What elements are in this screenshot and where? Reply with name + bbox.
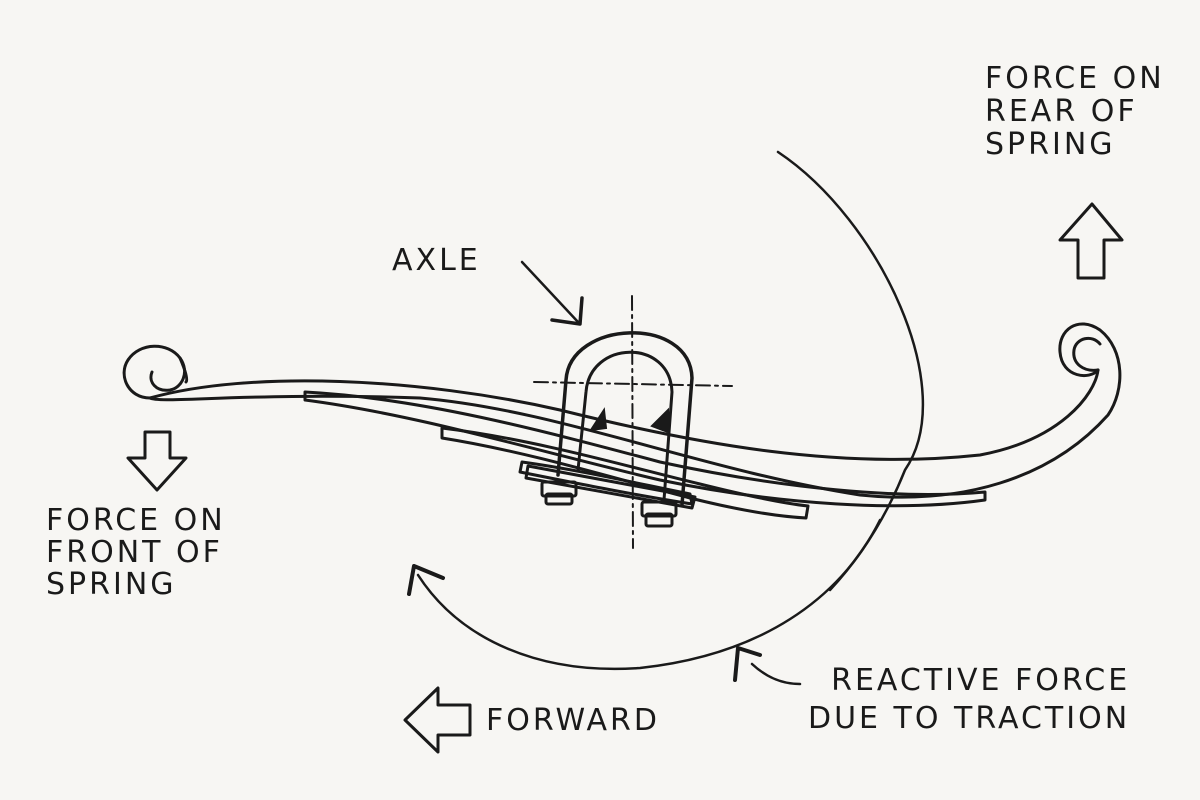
clamp-plate <box>524 464 697 510</box>
third-leaf <box>440 426 810 520</box>
reactive-force-label: REACTIVE FORCE DUE TO TRACTION <box>808 662 1130 738</box>
rear-eye-inner <box>1072 336 1102 372</box>
u-bolt-outer <box>556 331 694 507</box>
force-on-rear-label: FORCE ON REAR OF SPRING <box>985 62 1165 161</box>
front-eye <box>122 344 186 400</box>
axle-centerline-horizontal <box>533 381 733 387</box>
reactive-force-line-2: DUE TO TRACTION <box>808 701 1131 736</box>
force-on-rear-line-1: FORCE ON <box>985 61 1165 96</box>
reactive-leader <box>750 662 802 686</box>
nut-left <box>540 480 578 498</box>
force-on-front-label: FORCE ON FRONT OF SPRING <box>46 505 226 601</box>
main-leaf-lower-edge <box>148 322 1122 499</box>
rotation-triangle-right <box>650 407 669 434</box>
down-arrow-icon <box>126 430 188 492</box>
reaction-arc-tick <box>733 646 762 682</box>
axle-leader-head <box>550 296 584 326</box>
reaction-arc-lower <box>416 518 882 671</box>
axle-label: AXLE <box>392 243 481 278</box>
axle-centerline-vertical <box>631 295 634 549</box>
forward-label: FORWARD <box>486 703 660 738</box>
nut-right <box>640 500 678 518</box>
second-leaf <box>303 390 987 508</box>
reaction-arc-upper <box>776 150 925 592</box>
axle-leader <box>520 260 580 324</box>
force-on-front-line-1: FORCE ON <box>46 503 226 538</box>
force-on-front-line-3: SPRING <box>46 567 177 602</box>
force-on-front-line-2: FRONT OF <box>46 535 223 570</box>
left-arrow-icon <box>403 686 472 754</box>
front-eye-tail <box>178 356 189 384</box>
u-bolt-inner <box>576 350 674 502</box>
force-on-rear-line-3: SPRING <box>985 127 1116 162</box>
up-arrow-icon <box>1058 202 1124 280</box>
nut-left-base <box>544 492 574 506</box>
nut-right-base <box>644 512 674 528</box>
reaction-arc-arrowhead <box>407 564 445 596</box>
rotation-triangle-left <box>588 407 608 432</box>
main-leaf <box>148 368 1100 461</box>
force-on-rear-line-2: REAR OF <box>985 94 1138 129</box>
reactive-force-line-1: REACTIVE FORCE <box>831 663 1131 698</box>
